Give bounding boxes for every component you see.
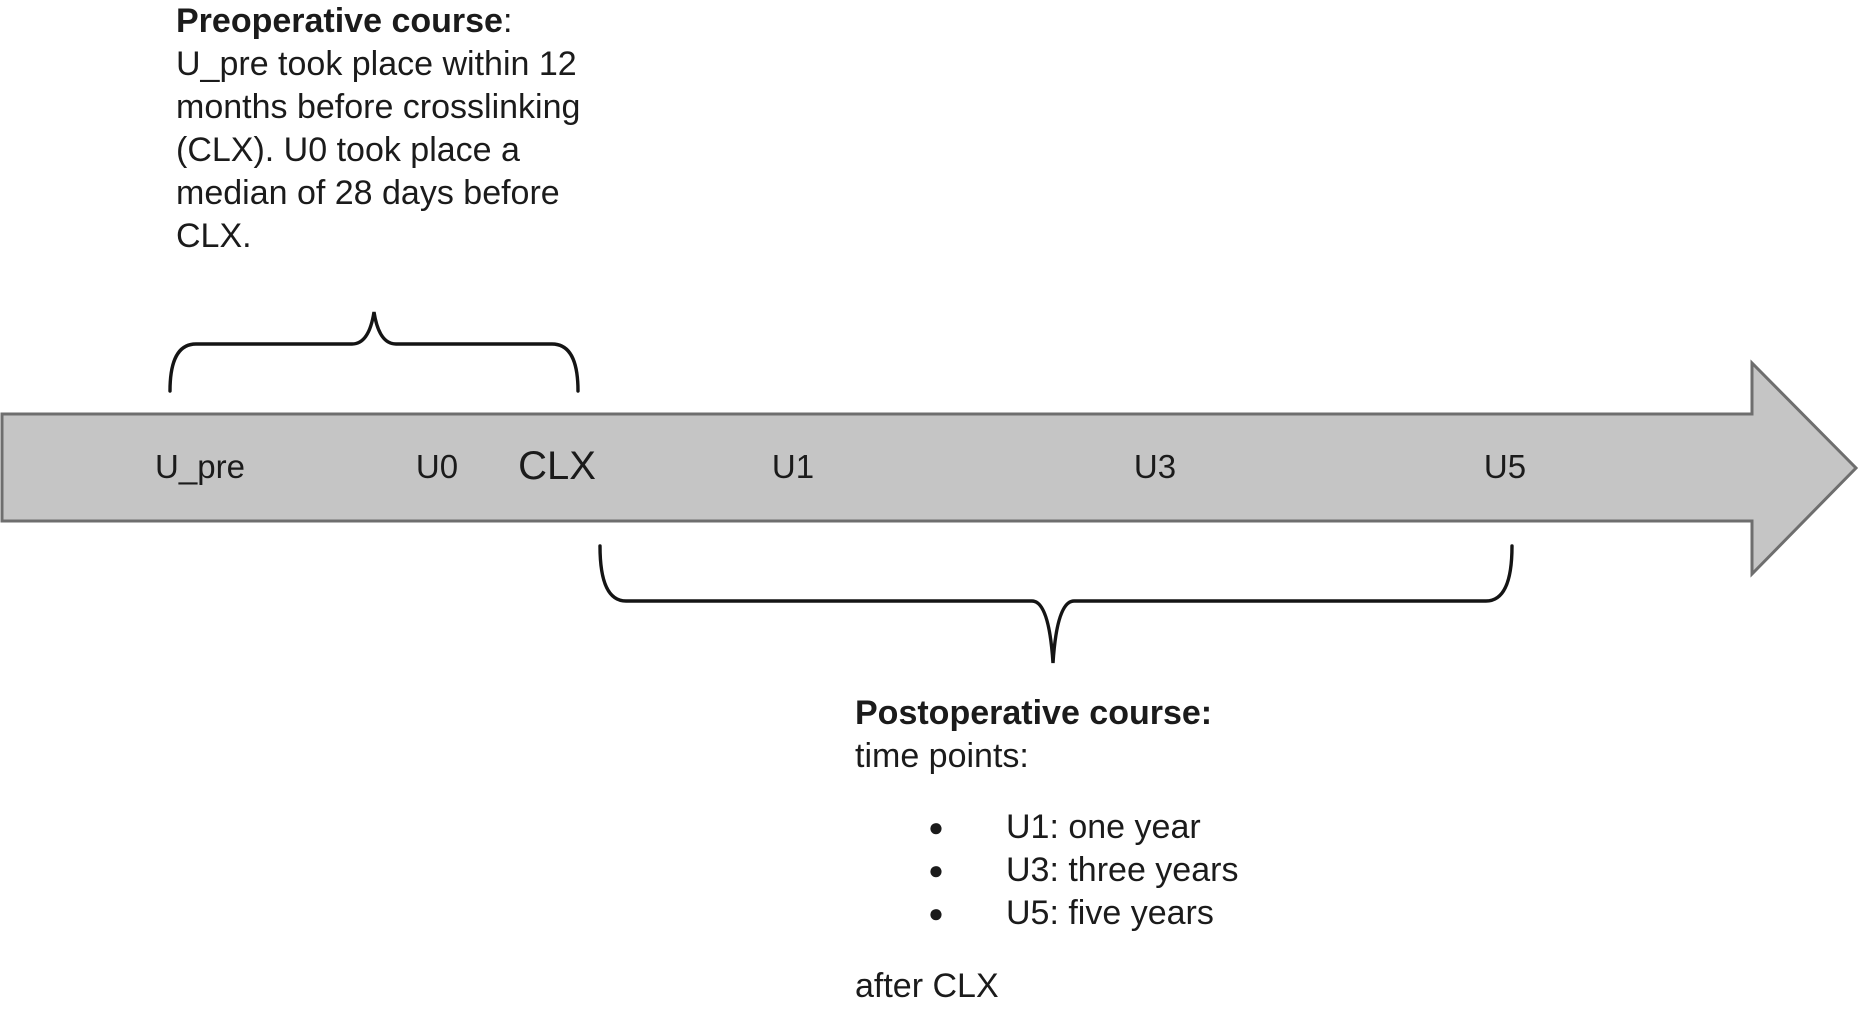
timeline-label-u3: U3 — [1133, 448, 1177, 485]
postop-note-title: Postoperative course: — [855, 694, 1213, 732]
preop-note-title-colon: : — [502, 2, 513, 40]
postop-note-footer: after CLX — [855, 967, 999, 1005]
preop-note-line: median of 28 days before — [176, 174, 560, 212]
bullet-icon: ● — [928, 855, 944, 885]
bullet-item-label: U3: three years — [1006, 851, 1239, 889]
timeline-arrow — [0, 359, 1859, 578]
timeline-label-u1: U1 — [771, 448, 815, 485]
timeline-label-u5: U5 — [1483, 448, 1527, 485]
bullet-item-label: U5: five years — [1006, 894, 1214, 932]
timeline-label-clx: CLX — [518, 444, 596, 488]
bullet-item-label: U1: one year — [1006, 808, 1201, 846]
preop-note-line: (CLX). U0 took place a — [176, 131, 520, 169]
preop-span-brace-icon — [168, 311, 580, 393]
preop-note-line: CLX. — [176, 217, 252, 255]
timeline-label-u0: U0 — [415, 448, 459, 485]
preop-note-title-line: Preoperative course: — [176, 0, 666, 43]
postop-span-brace-icon — [598, 544, 1514, 664]
preop-note: Preoperative course: U_pre took place wi… — [176, 0, 666, 258]
bullet-icon: ● — [928, 898, 944, 928]
list-item: ● U3: three years — [855, 849, 1495, 892]
postop-note: Postoperative course: time points: ● U1:… — [855, 692, 1495, 1008]
bullet-icon: ● — [928, 812, 944, 842]
preop-note-line: months before crosslinking — [176, 88, 581, 126]
postop-bullet-list: ● U1: one year ● U3: three years ● U5: f… — [855, 806, 1495, 935]
postop-note-subtitle: time points: — [855, 737, 1029, 775]
timeline-label-upre: U_pre — [155, 448, 245, 485]
preop-note-line: U_pre took place within 12 — [176, 45, 577, 83]
preop-note-title: Preoperative course — [176, 2, 503, 40]
list-item: ● U1: one year — [855, 806, 1495, 849]
list-item: ● U5: five years — [855, 892, 1495, 935]
